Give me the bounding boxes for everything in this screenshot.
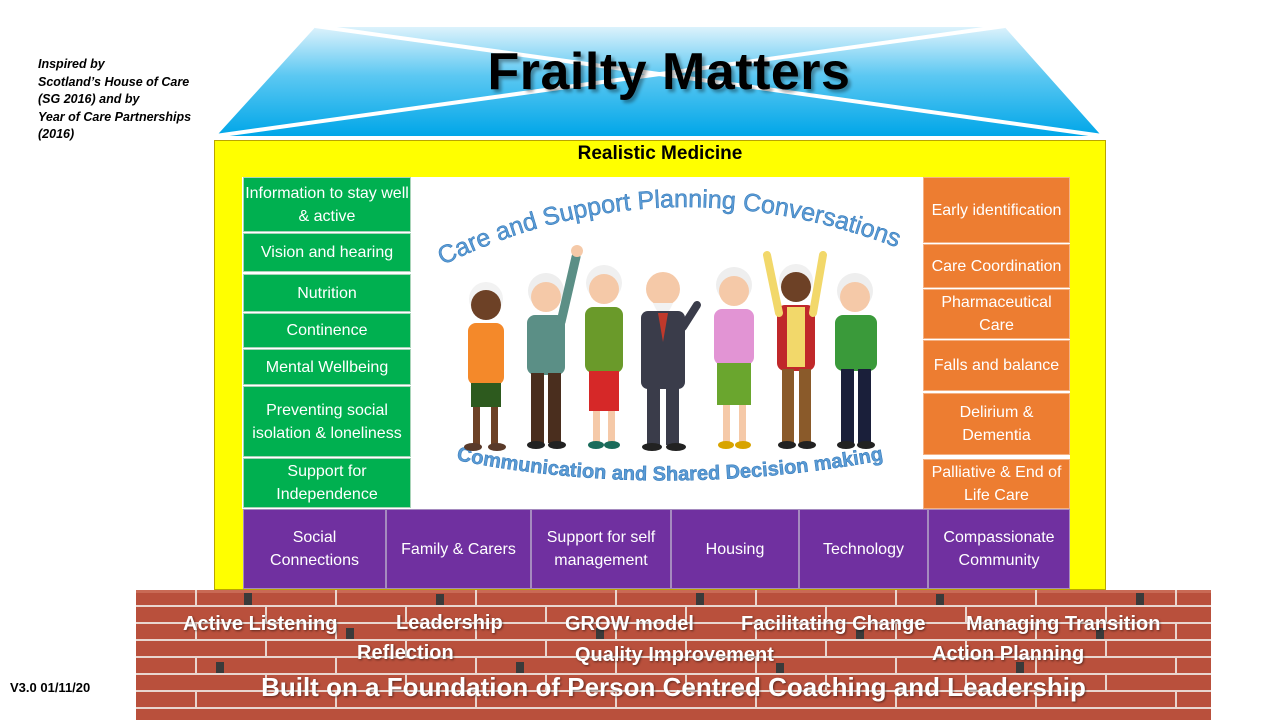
version-label: V3.0 01/11/20 bbox=[10, 680, 91, 695]
elderly-person-figure bbox=[835, 273, 877, 449]
foundation-label: Quality Improvement bbox=[575, 644, 774, 666]
elderly-person-figure bbox=[641, 272, 701, 451]
left-box: Support for Independence bbox=[243, 458, 411, 508]
bottom-box: Compassionate Community bbox=[928, 509, 1070, 589]
bottom-box: Social Connections bbox=[243, 509, 386, 589]
foundation-label: GROW model bbox=[565, 613, 694, 635]
right-box: Care Coordination bbox=[923, 244, 1070, 288]
foundation-label: Action Planning bbox=[932, 643, 1085, 665]
elderly-person-figure bbox=[527, 245, 583, 449]
left-box: Vision and hearing bbox=[243, 233, 411, 272]
foundation-tagline: Built on a Foundation of Person Centred … bbox=[261, 672, 1086, 702]
arc-top-text: Care and Support Planning Conversations bbox=[433, 185, 904, 270]
center-illustration: Care and Support Planning Conversations … bbox=[433, 185, 905, 486]
right-box: Delirium & Dementia bbox=[923, 393, 1070, 455]
house-roof bbox=[215, 24, 1103, 136]
bottom-box: Housing bbox=[671, 509, 799, 589]
left-box: Preventing social isolation & loneliness bbox=[243, 386, 411, 457]
diagram-title: Frailty Matters bbox=[487, 43, 851, 101]
right-box: Falls and balance bbox=[923, 340, 1070, 391]
elderly-person-figure bbox=[585, 265, 623, 449]
wall-header: Realistic Medicine bbox=[577, 143, 743, 164]
right-box: Pharmaceutical Care bbox=[923, 289, 1070, 339]
right-box: Palliative & End of Life Care bbox=[923, 459, 1070, 509]
brick-foundation bbox=[136, 590, 1211, 720]
elderly-person-figure bbox=[763, 251, 827, 449]
foundation-label: Reflection bbox=[357, 642, 454, 664]
credit-note: Inspired by Scotland’s House of Care (SG… bbox=[38, 57, 192, 141]
bottom-box: Support for self management bbox=[531, 509, 671, 589]
elderly-person-figure bbox=[714, 267, 754, 449]
foundation-label: Leadership bbox=[396, 612, 503, 634]
left-box: Mental Wellbeing bbox=[243, 349, 411, 385]
elderly-person-figure bbox=[464, 282, 506, 451]
left-box: Continence bbox=[243, 313, 411, 348]
bottom-box: Technology bbox=[799, 509, 928, 589]
right-box: Early identification bbox=[923, 177, 1070, 243]
left-box: Nutrition bbox=[243, 274, 411, 312]
foundation-label: Managing Transition bbox=[966, 613, 1161, 635]
bottom-box: Family & Carers bbox=[386, 509, 531, 589]
foundation-label: Facilitating Change bbox=[741, 613, 926, 635]
left-box: Information to stay well & active bbox=[243, 177, 411, 232]
foundation-label: Active Listening bbox=[183, 613, 338, 635]
